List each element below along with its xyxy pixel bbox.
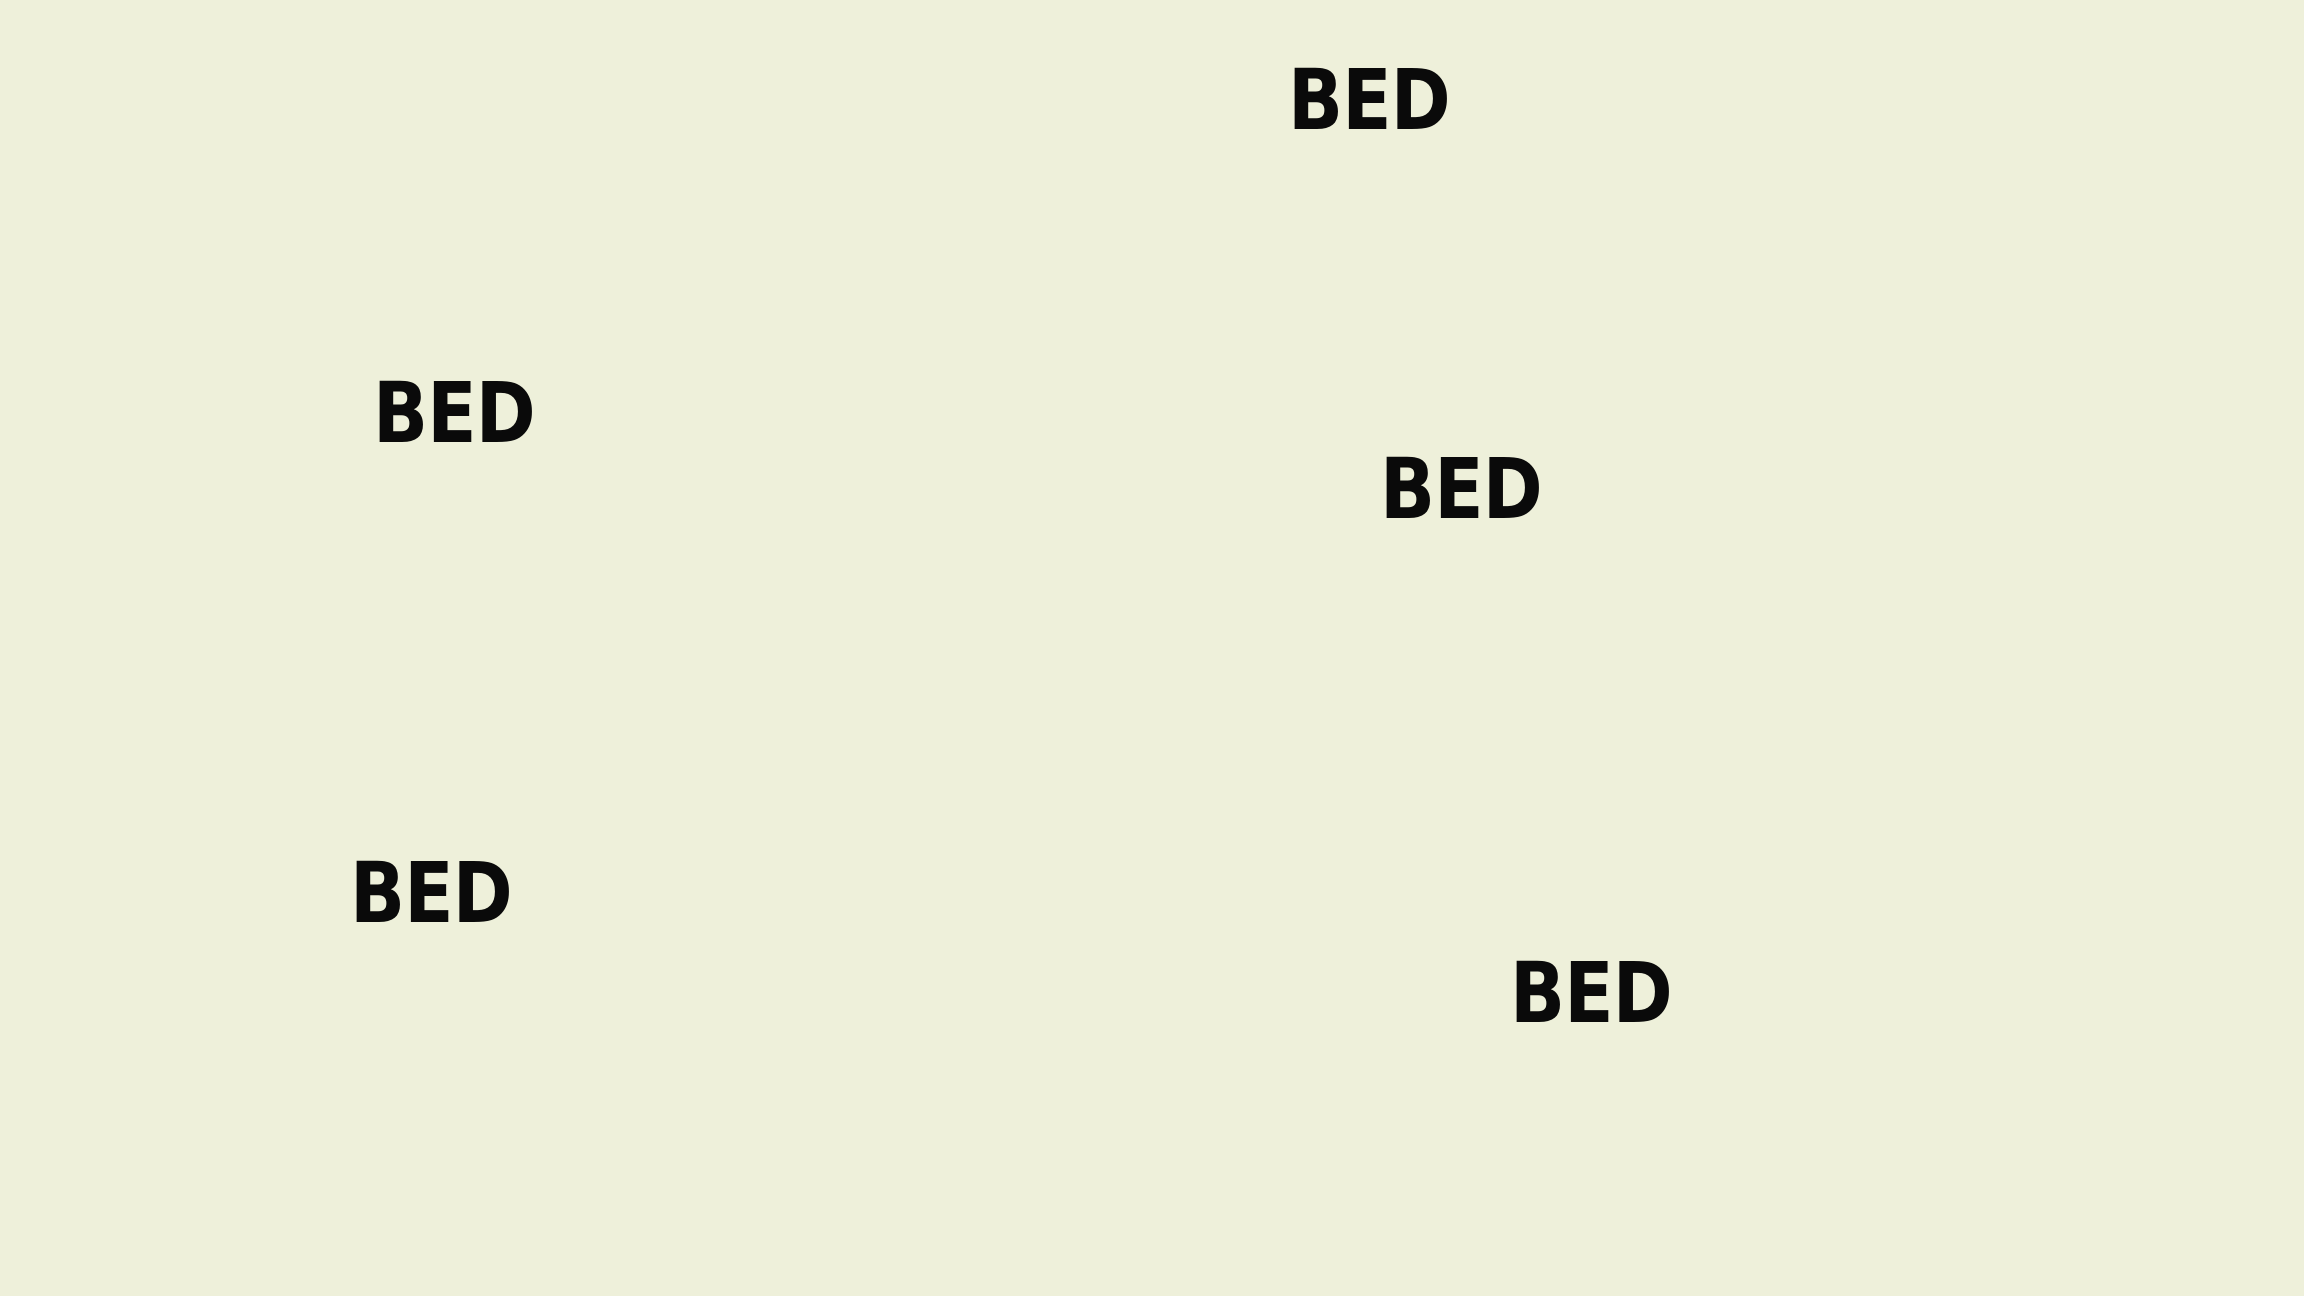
word-bed[interactable]: BED <box>1380 440 1543 538</box>
word-bed[interactable]: BED <box>1510 944 1673 1042</box>
word-bed[interactable]: BED <box>350 844 513 942</box>
word-bed[interactable]: BED <box>373 364 536 462</box>
word-bed[interactable]: BED <box>1288 51 1451 149</box>
